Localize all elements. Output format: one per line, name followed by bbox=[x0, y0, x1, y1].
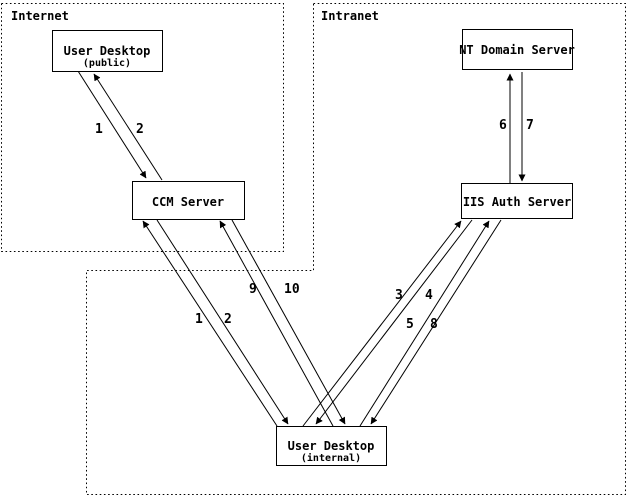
user-desktop-internal-sublabel: (internal) bbox=[301, 452, 361, 464]
arrow-label-5: 5 bbox=[406, 317, 414, 332]
arrow-2-ccm-to-public-desktop bbox=[93, 73, 163, 181]
ccm-server-box bbox=[132, 181, 245, 220]
flow-arrow-labels: 1 2 1 2 9 10 3 4 5 8 6 7 bbox=[95, 118, 534, 332]
nt-domain-server-label: NT Domain Server bbox=[459, 43, 575, 57]
arrow-1-internal-desktop-to-ccm bbox=[142, 220, 278, 427]
user-desktop-internal-label: User Desktop bbox=[288, 439, 375, 453]
node-nt-domain-server: NT Domain Server bbox=[459, 29, 575, 70]
arrow-4-iis-to-internal-desktop bbox=[315, 219, 473, 425]
arrow-label-4: 4 bbox=[425, 288, 433, 303]
arrow-3-internal-desktop-to-iis bbox=[302, 220, 462, 427]
intranet-region-label: Intranet bbox=[321, 9, 379, 23]
arrow-label-9: 9 bbox=[249, 282, 257, 297]
node-user-desktop-internal: User Desktop (internal) bbox=[276, 426, 387, 466]
arrow-label-1-public: 1 bbox=[95, 122, 103, 137]
arrow-9-internal-desktop-to-ccm bbox=[219, 220, 334, 427]
arrow-1-public-desktop-to-ccm bbox=[77, 70, 147, 179]
user-desktop-public-label: User Desktop bbox=[64, 44, 151, 58]
user-desktop-public-sublabel: (public) bbox=[83, 57, 131, 69]
arrow-label-2-internal: 2 bbox=[224, 312, 232, 327]
intranet-boundary bbox=[86, 3, 626, 495]
iis-auth-server-label: IIS Auth Server bbox=[463, 195, 571, 209]
user-desktop-internal-box bbox=[276, 426, 387, 466]
arrow-label-8: 8 bbox=[430, 317, 438, 332]
arrow-8-iis-to-internal-desktop bbox=[370, 219, 502, 425]
arrow-label-7: 7 bbox=[526, 118, 534, 133]
arrow-label-1-internal: 1 bbox=[195, 312, 203, 327]
arrow-5-internal-desktop-to-iis bbox=[359, 220, 490, 427]
arrow-label-3: 3 bbox=[395, 288, 403, 303]
ccm-server-label: CCM Server bbox=[152, 195, 224, 209]
arrow-label-10: 10 bbox=[284, 282, 300, 297]
node-ccm-server: CCM Server bbox=[132, 181, 245, 220]
node-user-desktop-public: User Desktop (public) bbox=[52, 30, 163, 72]
arrow-label-2-public: 2 bbox=[136, 122, 144, 137]
nt-domain-server-box bbox=[462, 29, 573, 70]
node-iis-auth-server: IIS Auth Server bbox=[461, 183, 573, 219]
arrow-label-6: 6 bbox=[499, 118, 507, 133]
arrow-2-ccm-to-internal-desktop bbox=[156, 219, 289, 425]
flow-arrows bbox=[77, 70, 526, 427]
user-desktop-public-box bbox=[52, 30, 163, 72]
arrow-10-ccm-to-internal-desktop bbox=[231, 219, 346, 425]
iis-auth-server-box bbox=[461, 183, 573, 219]
internet-region-label: Internet bbox=[11, 9, 69, 23]
